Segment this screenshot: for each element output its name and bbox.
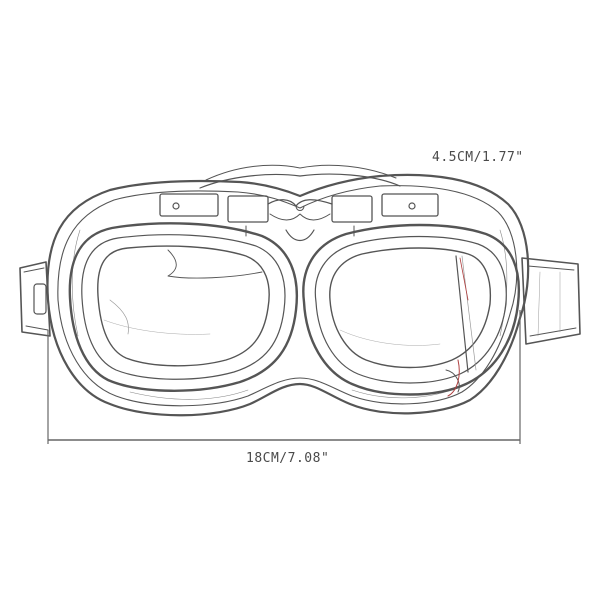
left-lens-icon (68, 222, 298, 392)
right-lens-icon (302, 223, 520, 396)
right-strap-icon (521, 257, 581, 345)
width-dimension-label: 18CM/7.08" (246, 451, 330, 466)
width-dimension-line (47, 310, 521, 444)
height-dimension-label: 4.5CM/1.77" (432, 150, 524, 165)
bridge-hinge-icon (159, 193, 439, 242)
left-strap-icon (19, 261, 51, 337)
goggle-frame-icon (46, 164, 530, 417)
